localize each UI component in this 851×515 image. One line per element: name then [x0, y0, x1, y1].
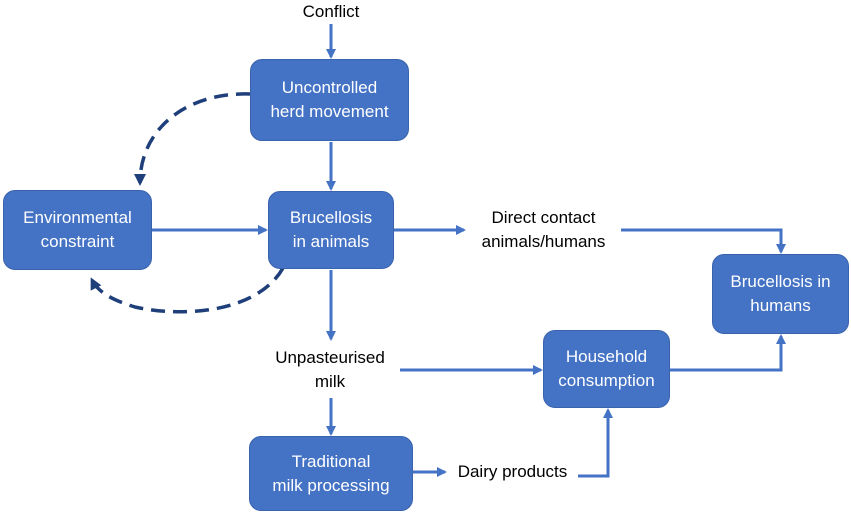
node-brucellosis-in-animals: Brucellosis in animals [268, 191, 394, 269]
node-uncontrolled-herd-movement: Uncontrolled herd movement [250, 59, 409, 141]
node-brucellosis-in-animals-label: Brucellosis in animals [289, 208, 373, 251]
label-direct-contact: Direct contact animals/humans [481, 208, 606, 251]
node-environmental-constraint-label: Environmental constraint [23, 208, 132, 251]
label-unpasteurised-milk: Unpasteurised milk [275, 348, 385, 391]
node-uncontrolled-herd-movement-label: Uncontrolled herd movement [270, 78, 389, 121]
node-household-consumption: Household consumption [543, 330, 670, 408]
label-conflict: Conflict [302, 2, 360, 21]
label-dairy-products: Dairy products [457, 462, 568, 481]
node-household-consumption-label: Household consumption [558, 347, 655, 390]
node-traditional-milk-processing: Traditional milk processing [249, 436, 413, 511]
dashed-arrow-herd-to-environment [134, 92, 251, 186]
node-brucellosis-in-humans-label: Brucellosis in humans [730, 272, 831, 315]
arrow-direct-contact-to-brucellosis-humans [621, 228, 786, 254]
arrow-household-to-brucellosis-humans [670, 334, 786, 372]
node-traditional-milk-processing-label: Traditional milk processing [272, 451, 390, 495]
arrow-dairy-products-to-household [578, 408, 613, 478]
node-brucellosis-in-humans: Brucellosis in humans [712, 254, 849, 334]
dashed-arrow-brucellosis-animals-to-environment [90, 267, 285, 314]
node-environmental-constraint: Environmental constraint [3, 190, 152, 270]
